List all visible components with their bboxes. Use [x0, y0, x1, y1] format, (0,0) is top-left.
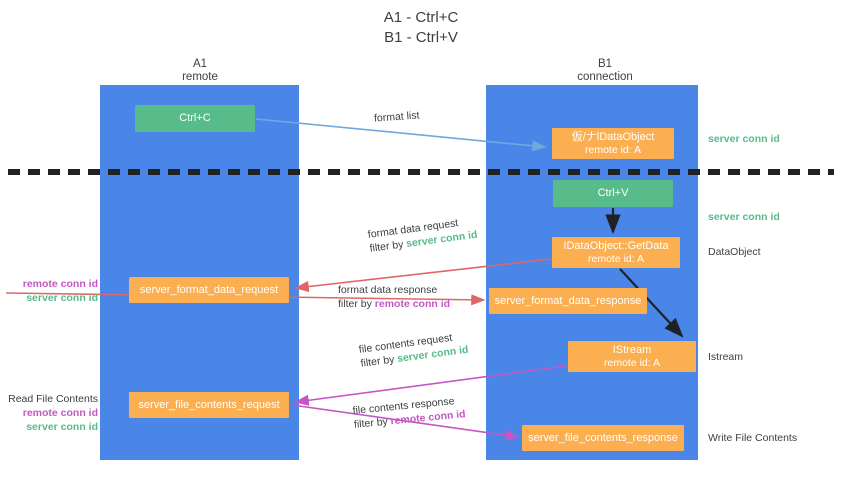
box-ctrl-v[interactable]: Ctrl+V — [553, 180, 673, 207]
annotation-read-file-contents-heading: Read File Contents — [8, 393, 98, 405]
lane-header-b1-sub: connection — [577, 71, 633, 83]
lane-header-a1-sub: remote — [182, 71, 218, 83]
lane-header-a1: A1 remote — [120, 58, 280, 84]
edge-label-format-list-text: format list — [373, 109, 420, 125]
edge-label-format-data-response: format data response filter by remote co… — [338, 283, 450, 311]
box-server-file-contents-request[interactable]: server_file_contents_request — [129, 392, 289, 418]
diagram-title: A1 - Ctrl+C B1 - Ctrl+V — [0, 8, 842, 48]
annotation-server-conn-id: server conn id — [26, 292, 98, 304]
filter-key-remote-conn-id: remote conn id — [374, 298, 451, 310]
edge-label-format-list: format list — [374, 108, 420, 125]
box-ctrl-v-label: Ctrl+V — [597, 187, 629, 199]
filter-prefix: filter by — [338, 298, 375, 310]
annotation-remote-conn-id: remote conn id — [22, 407, 98, 419]
box-ctrl-c[interactable]: Ctrl+C — [135, 105, 255, 132]
box-ole-idataobject-remote-id: remote id: A — [584, 143, 642, 156]
box-ctrl-c-label: Ctrl+C — [179, 112, 211, 124]
lane-header-b1-name: B1 — [597, 58, 613, 70]
annotation-server-conn-id: server conn id — [26, 421, 98, 433]
box-istream-remote-id: remote id: A — [603, 356, 661, 369]
edge-label-file-contents-response: file contents response filter by remote … — [352, 393, 466, 432]
box-server-format-data-request[interactable]: server_format_data_request — [129, 277, 289, 303]
box-idataobject-getdata-remote-id: remote id: A — [587, 252, 645, 265]
box-server-format-data-response-label: server_format_data_response — [494, 294, 642, 307]
box-idataobject-getdata-title: IDataObject::GetData — [563, 239, 669, 252]
box-server-format-data-request-label: server_format_data_request — [139, 283, 279, 296]
box-server-file-contents-response-label: server_file_contents_response — [528, 431, 678, 444]
edge-label-format-data-response-line1: format data response — [338, 284, 438, 296]
filter-prefix: filter by — [368, 238, 407, 255]
box-server-file-contents-response[interactable]: server_file_contents_response — [522, 425, 684, 451]
lane-header-a1-name: A1 — [192, 58, 208, 70]
lane-header-b1: B1 connection — [525, 58, 685, 84]
edge-label-file-contents-request: file contents request filter by server c… — [358, 329, 469, 371]
annotation-right-server-conn-id-2: server conn id — [708, 211, 780, 223]
box-idataobject-getdata[interactable]: IDataObject::GetData remote id: A — [552, 237, 680, 268]
annotation-right-write-file-contents: Write File Contents — [708, 432, 798, 444]
annotation-right-istream: Istream — [708, 351, 744, 363]
box-istream[interactable]: IStream remote id: A — [568, 341, 696, 372]
title-line-1: A1 - Ctrl+C — [383, 9, 459, 26]
edge-label-format-data-request: format data request filter by server con… — [367, 214, 478, 256]
phase-divider — [8, 169, 834, 175]
annotation-remote-conn-id: remote conn id — [22, 278, 98, 290]
annotation-right-dataobject: DataObject — [708, 246, 761, 258]
annotation-left-conn-ids: remote conn id server conn id — [6, 277, 98, 305]
box-server-format-data-response[interactable]: server_format_data_response — [489, 288, 647, 314]
title-line-2: B1 - Ctrl+V — [384, 29, 458, 46]
box-istream-title: IStream — [612, 343, 652, 356]
annotation-right-server-conn-id-1: server conn id — [708, 133, 780, 145]
filter-prefix: filter by — [353, 415, 392, 431]
box-server-file-contents-request-label: server_file_contents_request — [138, 398, 280, 411]
filter-prefix: filter by — [359, 353, 398, 370]
annotation-read-file-contents: Read File Contents remote conn id server… — [6, 392, 98, 434]
box-ole-idataobject[interactable]: 仮/ナlDataObject remote id: A — [552, 128, 674, 159]
edge-label-format-data-response-filter: filter by remote conn id — [338, 297, 450, 311]
box-ole-idataobject-title: 仮/ナlDataObject — [571, 130, 655, 143]
